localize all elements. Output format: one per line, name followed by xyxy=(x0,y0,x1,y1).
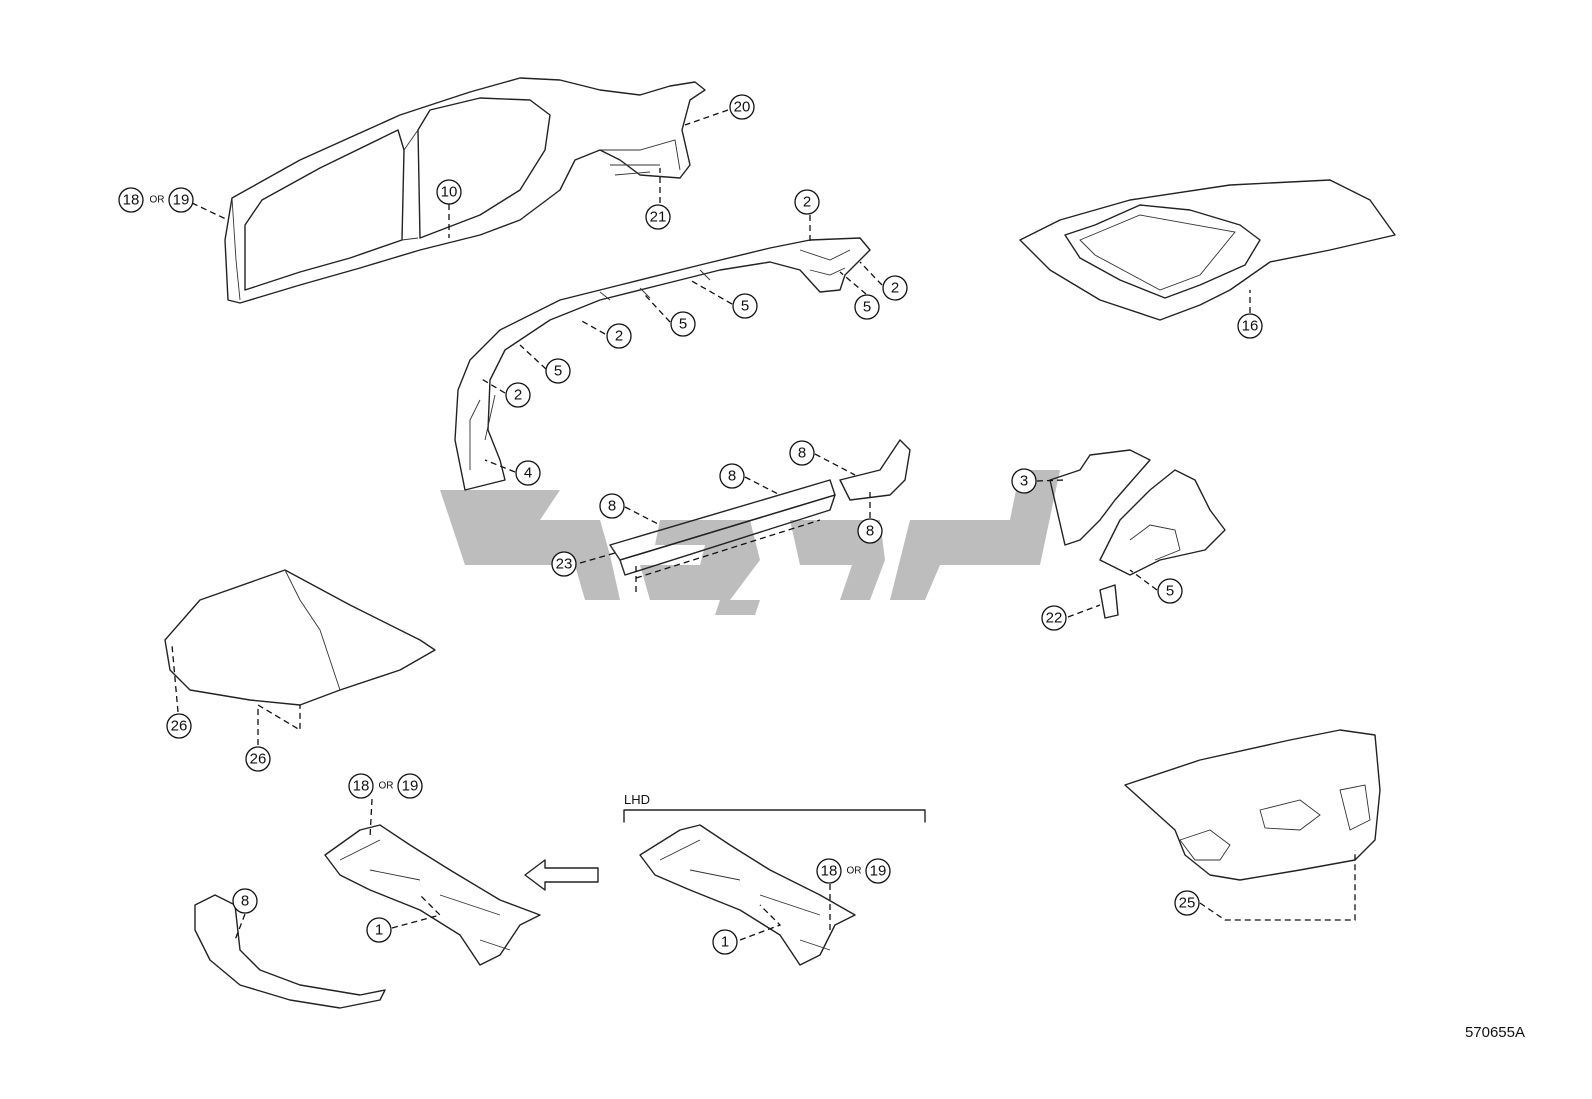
callout-19: 19 xyxy=(397,773,423,799)
svg-text:18: 18 xyxy=(353,778,370,795)
callout-1-a: 1 xyxy=(366,917,392,943)
callout-26-a: 26 xyxy=(166,713,192,739)
svg-text:5: 5 xyxy=(679,316,687,333)
rocker-side-sill xyxy=(609,439,911,576)
lhd-bracket: LHD xyxy=(623,792,926,823)
callout-26-b: 26 xyxy=(245,746,271,772)
callout-2-d: 2 xyxy=(505,382,531,408)
luggage-compartment-door xyxy=(1124,729,1381,881)
svg-text:19: 19 xyxy=(870,863,887,880)
callout-18-or-19-top: 18 OR 19 xyxy=(118,187,194,213)
callout-8-d: 8 xyxy=(857,518,883,544)
lhd-label: LHD xyxy=(624,792,650,807)
callout-18: 18 xyxy=(118,187,144,213)
svg-text:5: 5 xyxy=(554,363,562,380)
callout-18: 18 xyxy=(348,773,374,799)
callout-5-b: 5 xyxy=(732,293,758,319)
svg-text:1: 1 xyxy=(375,922,383,939)
svg-text:20: 20 xyxy=(734,99,751,116)
svg-text:4: 4 xyxy=(524,465,532,482)
svg-text:2: 2 xyxy=(891,280,899,297)
svg-text:26: 26 xyxy=(171,718,188,735)
body-side-outer-panel xyxy=(224,77,706,304)
roof-side-inner-frame xyxy=(454,237,871,491)
svg-text:2: 2 xyxy=(615,328,623,345)
svg-text:26: 26 xyxy=(250,751,267,768)
svg-text:22: 22 xyxy=(1046,610,1063,627)
reference-code: 570655A xyxy=(1465,1024,1525,1041)
callout-5-a: 5 xyxy=(854,294,880,320)
svg-text:8: 8 xyxy=(798,445,806,462)
callout-23: 23 xyxy=(551,551,577,577)
svg-text:8: 8 xyxy=(866,523,874,540)
callout-10: 10 xyxy=(436,179,462,205)
watermark-logo xyxy=(440,470,1060,615)
callout-21: 21 xyxy=(645,204,671,230)
svg-text:2: 2 xyxy=(803,194,811,211)
callout-2-c: 2 xyxy=(606,323,632,349)
callout-4: 4 xyxy=(515,460,541,486)
callout-18-or-19-cowl-rhd: 18 OR 19 xyxy=(348,773,423,799)
svg-text:10: 10 xyxy=(441,184,458,201)
svg-text:8: 8 xyxy=(608,498,616,515)
callout-2-b: 2 xyxy=(882,275,908,301)
svg-text:1: 1 xyxy=(721,934,729,951)
svg-text:21: 21 xyxy=(650,209,667,226)
callout-20: 20 xyxy=(729,94,755,120)
svg-text:25: 25 xyxy=(1179,895,1196,912)
svg-text:19: 19 xyxy=(402,778,419,795)
cowl-top-panel-rhd xyxy=(324,824,541,966)
rear-wheel-housing xyxy=(1049,449,1226,619)
svg-text:5: 5 xyxy=(741,298,749,315)
callout-18-or-19-cowl-lhd: 18 OR 19 xyxy=(816,858,891,884)
roof-panel xyxy=(1019,179,1396,321)
callout-3: 3 xyxy=(1011,468,1037,494)
hood-panel xyxy=(164,569,436,706)
callout-19: 19 xyxy=(865,858,891,884)
svg-text:3: 3 xyxy=(1020,473,1028,490)
callout-1-b: 1 xyxy=(712,929,738,955)
svg-text:2: 2 xyxy=(514,387,522,404)
svg-text:8: 8 xyxy=(241,893,249,910)
front-bumper-reinforcement xyxy=(194,894,386,1009)
callout-8-c: 8 xyxy=(599,493,625,519)
callout-16: 16 xyxy=(1237,313,1263,339)
callout-5-c: 5 xyxy=(670,311,696,337)
callout-22: 22 xyxy=(1041,605,1067,631)
callout-5-d: 5 xyxy=(545,358,571,384)
callout-19: 19 xyxy=(168,187,194,213)
direction-arrow xyxy=(524,859,599,891)
or-label: OR xyxy=(379,781,394,792)
svg-text:8: 8 xyxy=(728,468,736,485)
callout-8-b: 8 xyxy=(719,463,745,489)
svg-text:16: 16 xyxy=(1242,318,1259,335)
callout-25: 25 xyxy=(1174,890,1200,916)
svg-text:18: 18 xyxy=(821,863,838,880)
svg-text:5: 5 xyxy=(1166,583,1174,600)
svg-text:19: 19 xyxy=(173,192,190,209)
svg-text:18: 18 xyxy=(123,192,140,209)
callout-8-e: 8 xyxy=(232,888,258,914)
callout-8-a: 8 xyxy=(789,440,815,466)
cowl-top-panel-lhd xyxy=(639,824,856,966)
callout-2-a: 2 xyxy=(794,189,820,215)
callout-5-e: 5 xyxy=(1157,578,1183,604)
callout-18: 18 xyxy=(816,858,842,884)
or-label: OR xyxy=(150,195,165,206)
svg-text:5: 5 xyxy=(863,299,871,316)
leader-lines xyxy=(171,109,1356,941)
svg-text:23: 23 xyxy=(556,556,573,573)
or-label: OR xyxy=(847,866,862,877)
